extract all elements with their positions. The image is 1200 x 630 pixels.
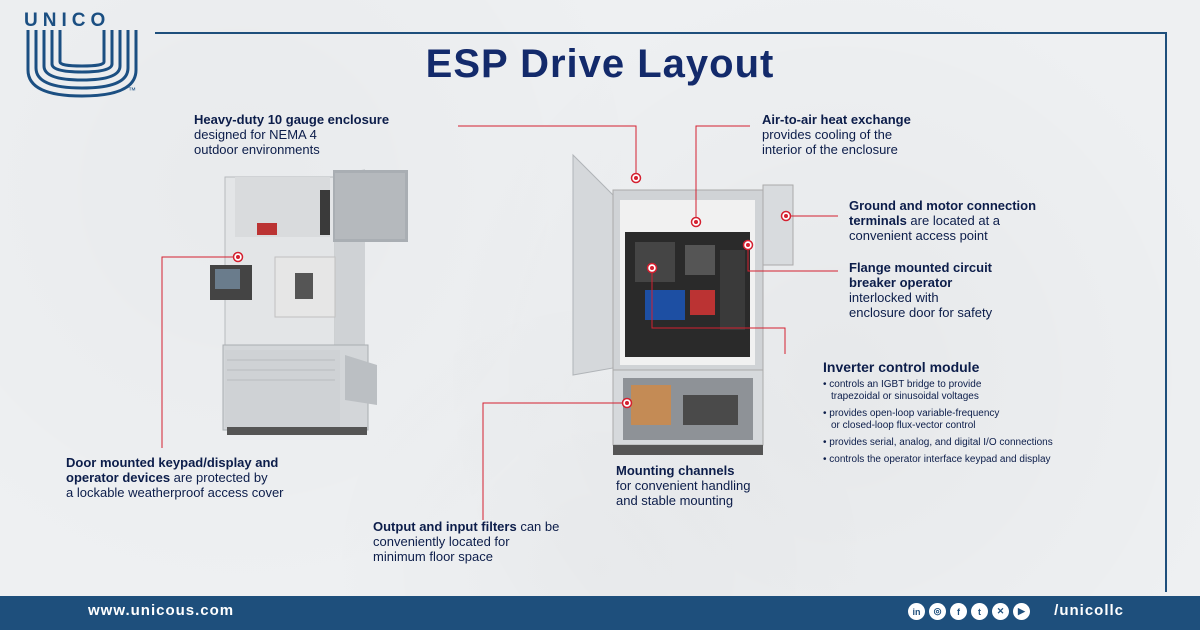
- callout-heat: Air-to-air heat exchange provides coolin…: [762, 112, 911, 157]
- inverter-bullet-2-line-1: provides open-loop variable-frequency: [829, 408, 1000, 419]
- inverter-bullet-3-line-1: provides serial, analog, and digital I/O…: [829, 437, 1053, 448]
- callout-enclosure-line-2: outdoor environments: [194, 142, 320, 157]
- inverter-bullet-1-line-1: controls an IGBT bridge to provide: [829, 379, 982, 390]
- callout-filters: Output and input filters can be convenie…: [373, 519, 559, 564]
- callout-mounting-line-1: for convenient handling: [616, 478, 751, 493]
- x-icon[interactable]: ✕: [992, 603, 1009, 620]
- callout-enclosure: Heavy-duty 10 gauge enclosure designed f…: [194, 112, 389, 157]
- callout-keypad-line-1: a lockable weatherproof access cover: [66, 485, 284, 500]
- callout-flange-line-2: enclosure door for safety: [849, 305, 993, 320]
- page-title: ESP Drive Layout: [425, 42, 775, 86]
- callout-heat-line-1: provides cooling of the: [762, 127, 893, 142]
- inverter-bullet-1-line-2: trapezoidal or sinusoidal voltages: [831, 391, 979, 402]
- frame-right-line: [1165, 32, 1167, 592]
- inverter-bullet: provides serial, analog, and digital I/O…: [823, 437, 1053, 449]
- callout-flange-bold-1: Flange mounted circuit: [849, 260, 993, 275]
- inverter-bullet-2-line-2: or closed-loop flux-vector control: [831, 420, 976, 431]
- callout-ground-bold-1: Ground and motor connection: [849, 198, 1037, 213]
- callout-enclosure-line-1: designed for NEMA 4: [194, 127, 317, 142]
- callout-enclosure-bold: Heavy-duty 10 gauge enclosure: [194, 112, 390, 127]
- social-icons: in ◎ f t ✕ ▶: [908, 603, 1030, 620]
- callout-ground-line-1: convenient access point: [849, 228, 988, 243]
- callout-mounting: Mounting channels for convenient handlin…: [616, 463, 750, 508]
- linkedin-icon[interactable]: in: [908, 603, 925, 620]
- callout-ground-inline: are located at a: [906, 213, 1001, 228]
- callout-keypad-inline: are protected by: [170, 470, 268, 485]
- callout-inverter: Inverter control module controls an IGBT…: [823, 360, 1053, 471]
- callout-filters-inline: can be: [516, 519, 560, 534]
- trademark: ™: [128, 86, 136, 95]
- callout-flange-bold-2: breaker operator: [849, 275, 953, 290]
- inverter-bullet-list: controls an IGBT bridge to provide trape…: [823, 379, 1053, 466]
- callout-mounting-line-2: and stable mounting: [616, 493, 734, 508]
- callout-flange: Flange mounted circuit breaker operator …: [849, 260, 992, 320]
- open-enclosure-image: [572, 153, 794, 455]
- callout-filters-line-1: conveniently located for: [373, 534, 510, 549]
- twitter-icon[interactable]: t: [971, 603, 988, 620]
- unico-logo-icon: [26, 30, 138, 98]
- callout-keypad: Door mounted keypad/display and operator…: [66, 455, 284, 500]
- footer-website-link[interactable]: www.unicous.com: [88, 602, 235, 619]
- callout-heat-bold: Air-to-air heat exchange: [762, 112, 911, 127]
- facebook-icon[interactable]: f: [950, 603, 967, 620]
- callout-mounting-bold: Mounting channels: [616, 463, 735, 478]
- callout-keypad-bold-2: operator devices: [66, 470, 171, 485]
- drive-enclosure-image: [210, 169, 408, 435]
- youtube-icon[interactable]: ▶: [1013, 603, 1030, 620]
- callout-filters-bold: Output and input filters: [373, 519, 517, 534]
- frame-top-line: [155, 32, 1167, 34]
- callout-flange-line-1: interlocked with: [849, 290, 939, 305]
- instagram-icon[interactable]: ◎: [929, 603, 946, 620]
- footer-bar: www.unicous.com in ◎ f t ✕ ▶ /unicollc: [0, 596, 1200, 630]
- callout-heat-line-2: interior of the enclosure: [762, 142, 898, 157]
- callout-filters-line-2: minimum floor space: [373, 549, 493, 564]
- callout-ground-bold-2: terminals: [849, 213, 907, 228]
- callout-ground: Ground and motor connection terminals ar…: [849, 198, 1036, 243]
- inverter-bullet: controls the operator interface keypad a…: [823, 454, 1053, 466]
- logo-text: UNICO: [24, 10, 111, 31]
- inverter-bullet-4-line-1: controls the operator interface keypad a…: [829, 454, 1051, 465]
- footer-social-handle[interactable]: /unicollc: [1054, 602, 1124, 619]
- inverter-bullet: provides open-loop variable-frequency or…: [823, 408, 1053, 432]
- inverter-bullet: controls an IGBT bridge to provide trape…: [823, 379, 1053, 403]
- callout-inverter-heading: Inverter control module: [823, 359, 980, 375]
- callout-keypad-bold-1: Door mounted keypad/display and: [66, 455, 279, 470]
